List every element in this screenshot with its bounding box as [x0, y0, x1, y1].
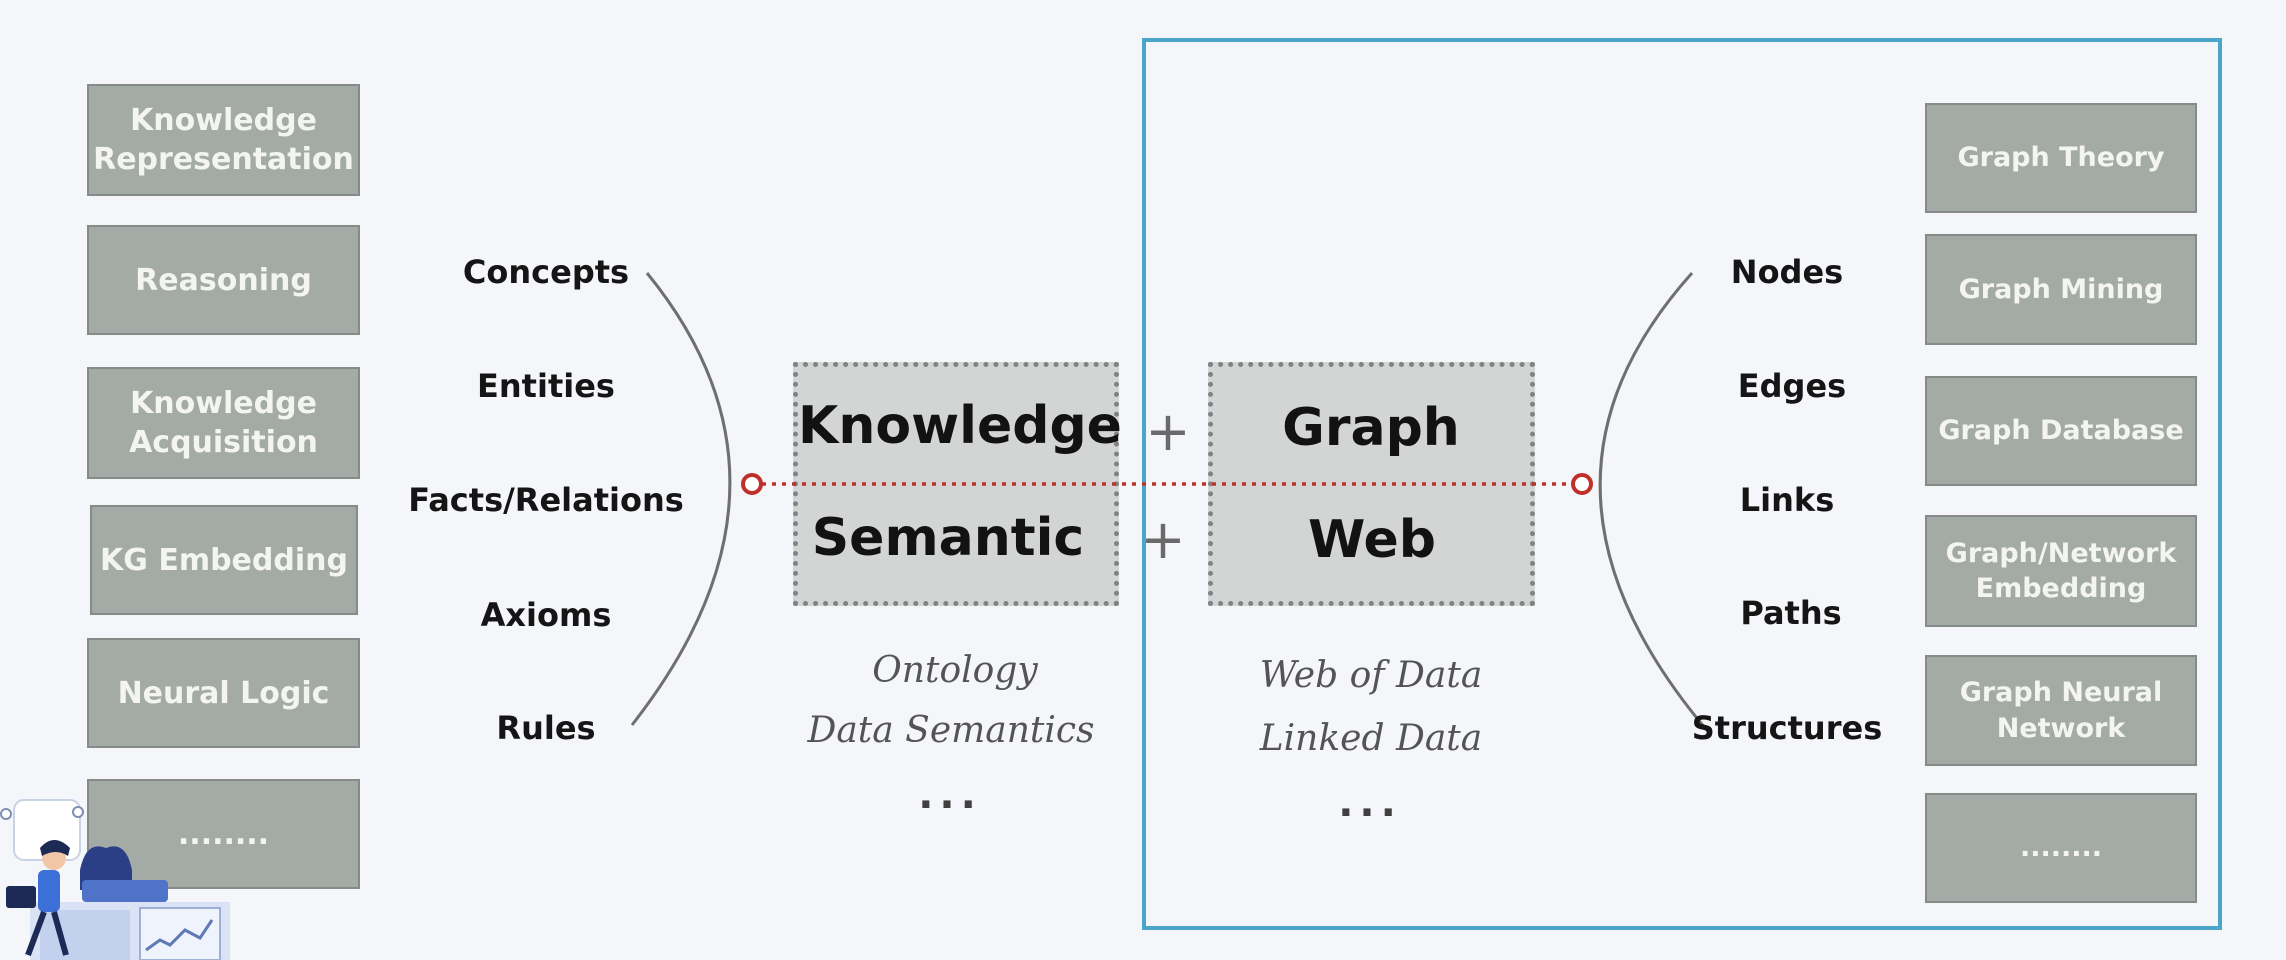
- note-web-of-data: Web of Data: [1259, 655, 1483, 696]
- presenter-figure-illustration-icon: [0, 799, 230, 960]
- left-box-neural-logic: Neural Logic: [87, 638, 360, 748]
- note-ontology: Ontology: [872, 650, 1038, 691]
- term-facts-relations: Facts/Relations: [408, 481, 684, 519]
- term-paths: Paths: [1740, 594, 1842, 632]
- term-rules: Rules: [496, 709, 596, 747]
- left-box-knowledge-acquisition: Knowledge Acquisition: [87, 367, 360, 479]
- plus-bottom: +: [1140, 508, 1186, 571]
- term-structures: Structures: [1691, 709, 1883, 747]
- right-bracket-curve: [1598, 271, 1707, 729]
- right-box-ellipsis: ........: [1925, 793, 2197, 903]
- term-concepts: Concepts: [462, 253, 630, 291]
- left-box-ellipsis: ........: [87, 779, 360, 889]
- right-box-graph-network-embedding: Graph/Network Embedding: [1925, 515, 2197, 627]
- connector-right-endpoint: [1571, 473, 1593, 495]
- plus-top: +: [1145, 400, 1191, 463]
- term-edges: Edges: [1737, 367, 1847, 405]
- right-ellipsis: ...: [1338, 780, 1402, 826]
- word-web: Web: [1308, 510, 1436, 570]
- left-box-reasoning: Reasoning: [87, 225, 360, 335]
- right-box-graph-neural-network: Graph Neural Network: [1925, 655, 2197, 766]
- word-semantic: Semantic: [811, 508, 1085, 568]
- term-axioms: Axioms: [480, 596, 612, 634]
- right-box-graph-theory: Graph Theory: [1925, 103, 2197, 213]
- right-box-graph-database: Graph Database: [1925, 376, 2197, 486]
- left-ellipsis: ...: [918, 772, 982, 818]
- term-links: Links: [1739, 481, 1835, 519]
- connector-left-endpoint: [741, 473, 763, 495]
- term-nodes: Nodes: [1730, 253, 1844, 291]
- left-box-knowledge-representation: Knowledge Representation: [87, 84, 360, 196]
- word-graph: Graph: [1282, 398, 1460, 458]
- note-data-semantics: Data Semantics: [807, 710, 1095, 751]
- left-box-kg-embedding: KG Embedding: [90, 505, 358, 615]
- word-knowledge: Knowledge: [798, 396, 1122, 456]
- term-entities: Entities: [477, 367, 615, 405]
- left-bracket-curve: [630, 272, 732, 726]
- right-box-graph-mining: Graph Mining: [1925, 234, 2197, 345]
- note-linked-data: Linked Data: [1259, 718, 1483, 759]
